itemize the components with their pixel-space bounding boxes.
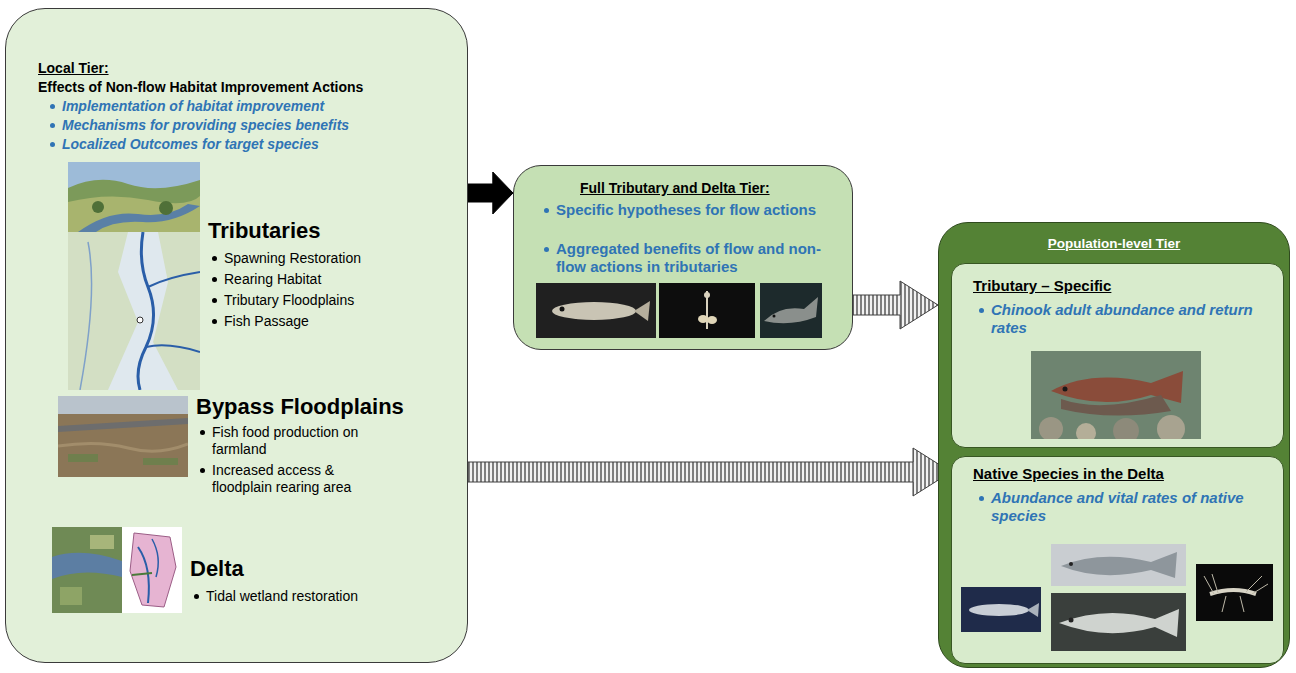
bullet-text: Fish food production on farmland — [212, 424, 397, 458]
smelt-photo — [961, 587, 1041, 632]
panel-heading: Tributary – Specific — [973, 277, 1111, 295]
splittail-photo — [1051, 544, 1186, 586]
bullet-text: Increased access & floodplain rearing ar… — [212, 462, 392, 496]
tributary-map — [68, 232, 200, 390]
bullet-text: Aggregated benefits of flow and non-flow… — [556, 240, 836, 276]
salmon-photo — [1031, 351, 1201, 439]
longfin-photo — [1051, 593, 1186, 651]
block-arrow — [853, 281, 938, 329]
fish-photo — [536, 283, 656, 338]
bullet-text: Mechanisms for providing species benefit… — [62, 117, 349, 134]
bullet-dot — [979, 496, 984, 501]
bullet-dot — [194, 594, 199, 599]
bullet-text: Tidal wetland restoration — [206, 588, 358, 605]
bullet-dot — [979, 308, 984, 313]
larva-photo — [659, 283, 755, 338]
tier-heading: Local Tier: — [38, 60, 109, 77]
bullet-dot — [212, 298, 217, 303]
bullet-dot — [212, 277, 217, 282]
bullet-dot — [544, 247, 549, 252]
bullet-text: Specific hypotheses for flow actions — [556, 201, 831, 219]
tier-panel: Tributary – SpecificChinook adult abunda… — [938, 222, 1290, 668]
tier-subheading: Effects of Non-flow Habitat Improvement … — [38, 79, 363, 96]
sub-panel: Native Species in the DeltaAbundance and… — [951, 456, 1284, 664]
bullet-text: Fish Passage — [224, 313, 309, 330]
bullet-text: Abundance and vital rates of native spec… — [991, 489, 1251, 525]
bypass-photo — [58, 396, 188, 477]
bullet-dot — [212, 319, 217, 324]
tier-panel: Full Tributary and Delta Tier: Specific h… — [513, 165, 853, 350]
block-arrow — [468, 448, 951, 496]
bullet-dot — [212, 256, 217, 261]
block-arrow — [468, 172, 513, 214]
panel-heading: Native Species in the Delta — [973, 465, 1164, 483]
section-heading: Tributaries — [208, 218, 320, 244]
bullet-text: Localized Outcomes for target species — [62, 136, 319, 153]
bullet-dot — [50, 104, 55, 109]
bullet-text: Chinook adult abundance and return rates — [991, 301, 1271, 337]
bullet-dot — [50, 123, 55, 128]
section-heading: Delta — [190, 556, 244, 582]
bullet-dot — [200, 430, 205, 435]
delta-photo-map — [52, 527, 182, 613]
bullet-text: Spawning Restoration — [224, 250, 361, 267]
shrimp-photo — [1196, 564, 1273, 621]
bullet-text: Rearing Habitat — [224, 271, 321, 288]
bullet-text: Tributary Floodplains — [224, 292, 354, 309]
bullet-dot — [200, 468, 205, 473]
tier-heading: Population-level Tier — [938, 236, 1290, 252]
bullet-dot — [50, 142, 55, 147]
sturgeon-photo — [760, 283, 822, 338]
tier-heading: Full Tributary and Delta Tier: — [580, 180, 770, 197]
bullet-dot — [544, 208, 549, 213]
tier-panel: Local Tier: Effects of Non-flow Habitat I… — [5, 8, 468, 663]
section-heading: Bypass Floodplains — [196, 394, 404, 420]
river-photo — [68, 162, 200, 232]
sub-panel: Tributary – SpecificChinook adult abunda… — [951, 263, 1284, 448]
bullet-text: Implementation of habitat improvement — [62, 98, 324, 115]
